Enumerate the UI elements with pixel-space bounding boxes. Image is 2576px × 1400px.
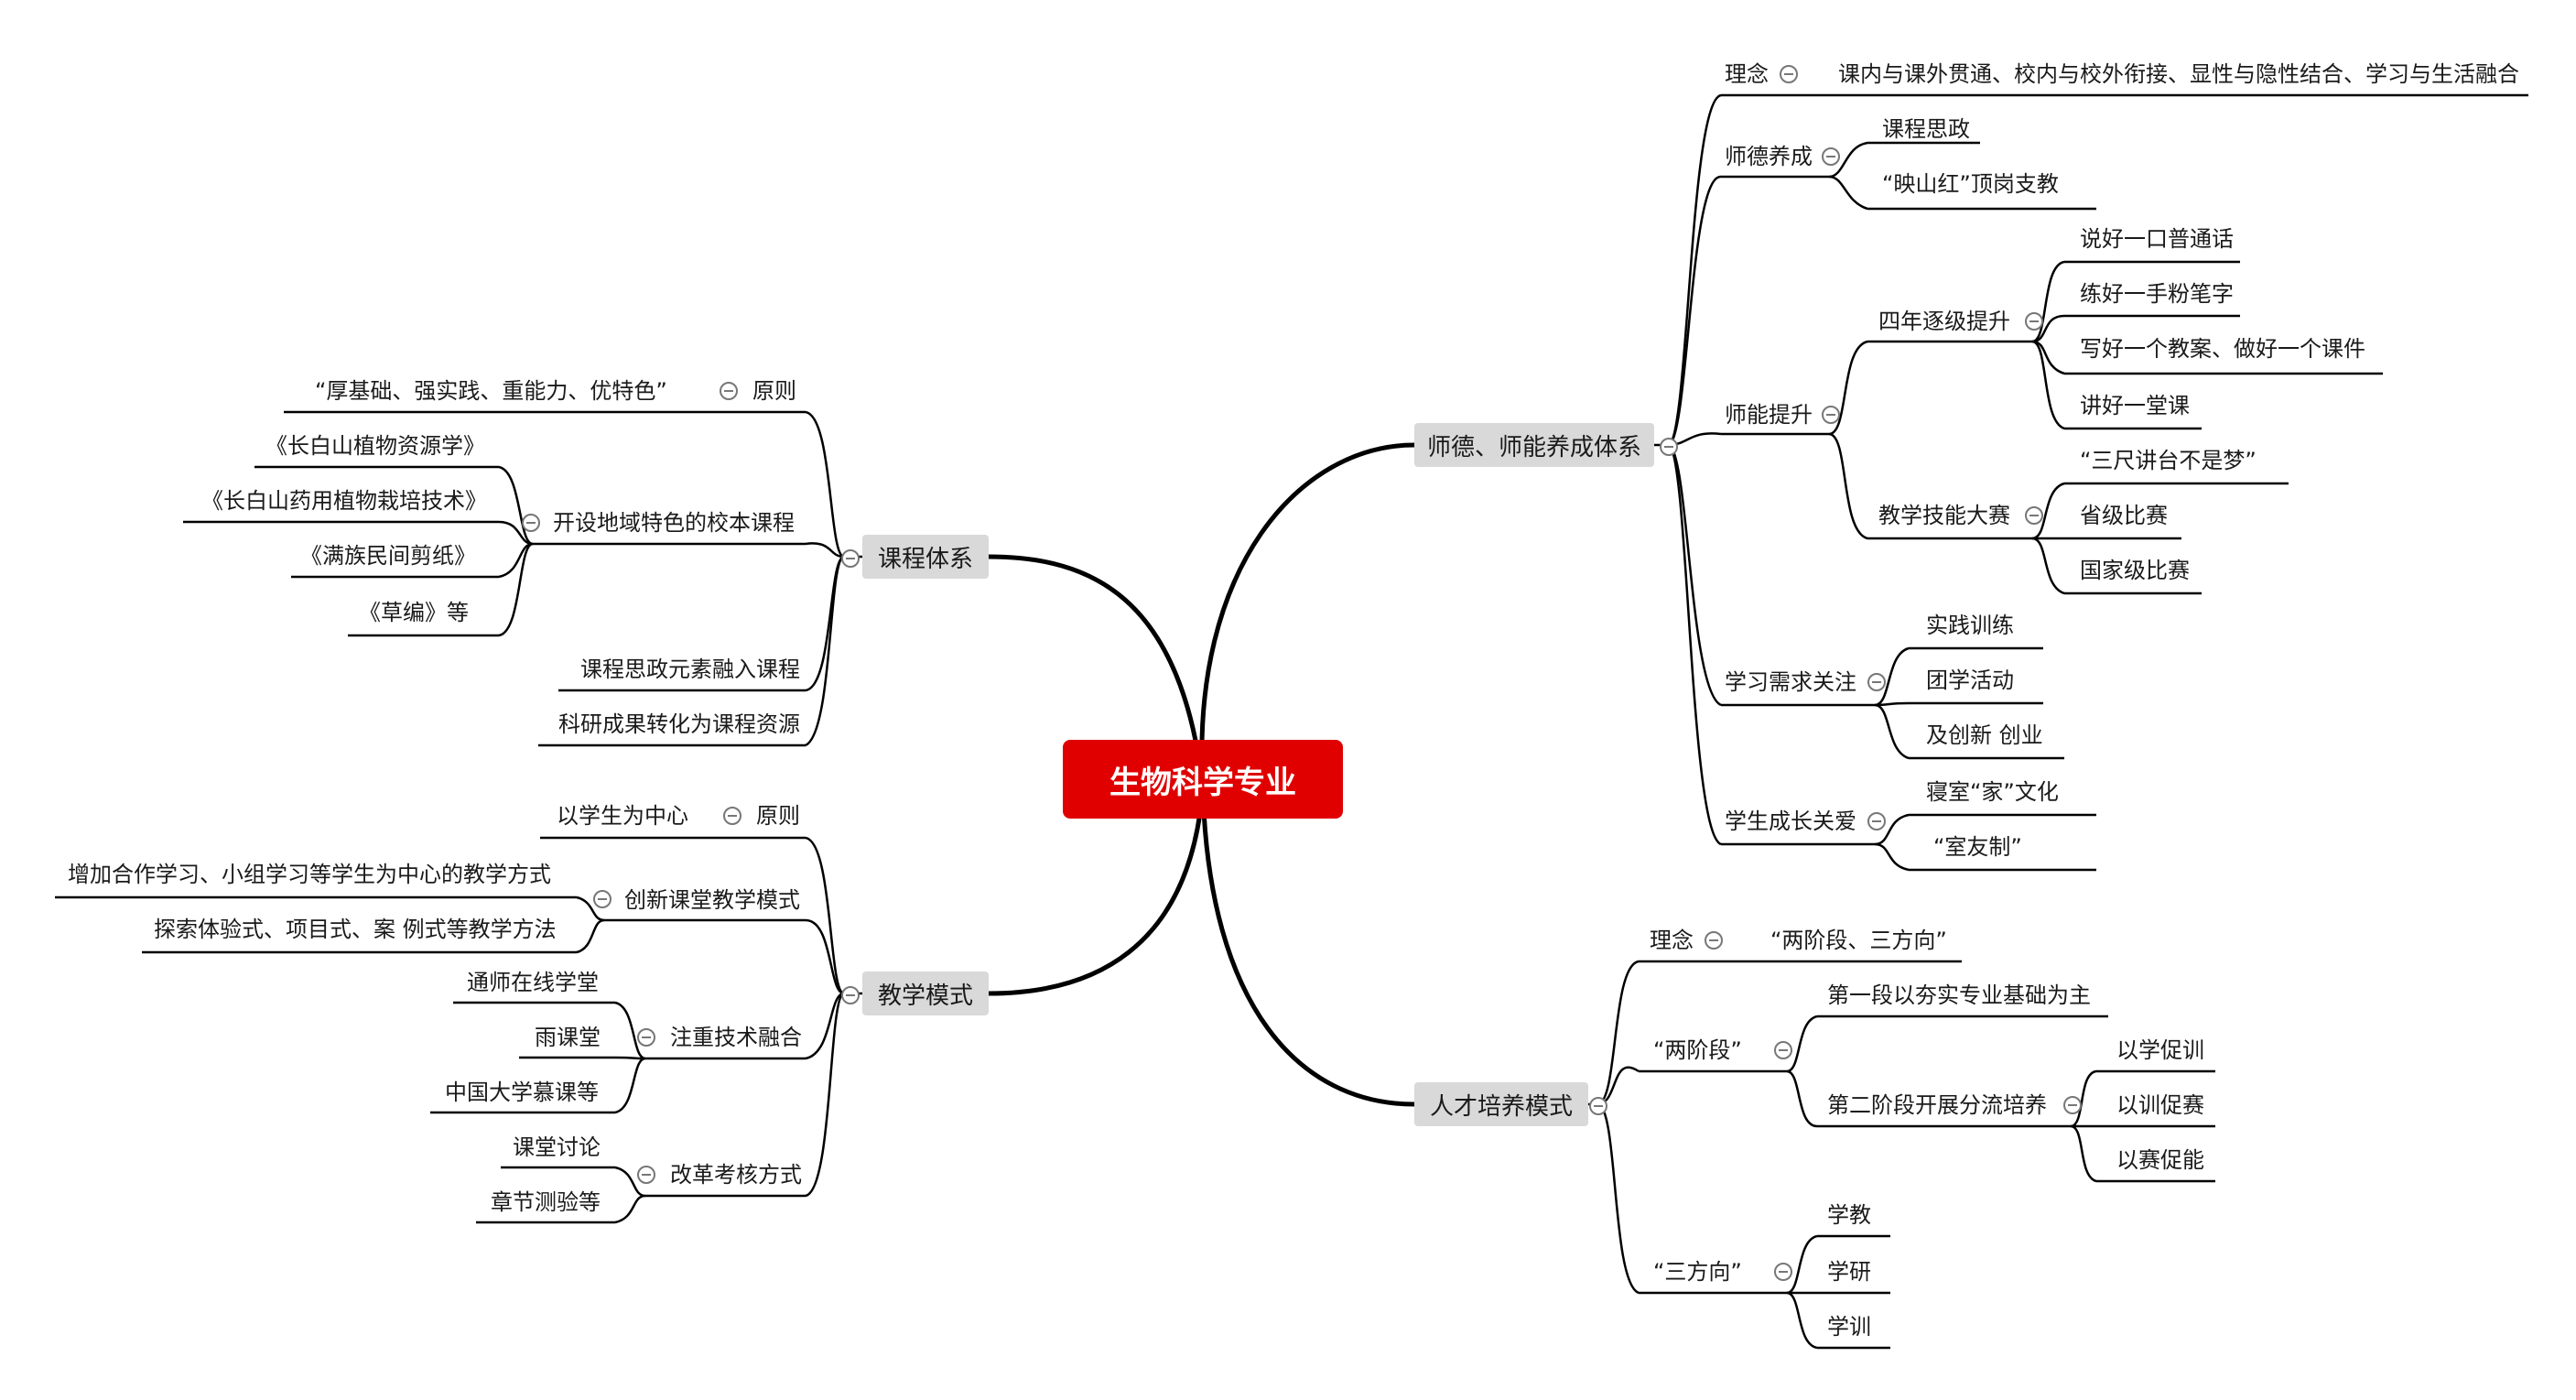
node-jishu-item[interactable]: 中国大学慕课等 xyxy=(445,1080,599,1105)
collapse-toggle-icon[interactable] xyxy=(593,890,612,908)
collapse-toggle-icon[interactable] xyxy=(2025,312,2043,331)
collapse-toggle-icon[interactable] xyxy=(637,1028,655,1047)
main-topic-jiaoxue[interactable]: 教学模式 xyxy=(862,971,989,1015)
node-stage1[interactable]: 第一段以夯实专业基础为主 xyxy=(1827,982,2091,1008)
collapse-toggle-icon[interactable] xyxy=(841,986,860,1004)
collapse-toggle-icon[interactable] xyxy=(1822,147,1840,166)
node-stage2[interactable]: 第二阶段开展分流培养 xyxy=(1827,1092,2047,1118)
node-yingshanhong[interactable]: “映山红”顶岗支教 xyxy=(1882,171,2059,197)
collapse-toggle-icon[interactable] xyxy=(2063,1096,2082,1114)
collapse-toggle-icon[interactable] xyxy=(1589,1097,1607,1115)
collapse-toggle-icon[interactable] xyxy=(1774,1041,1792,1059)
node-jineng-item[interactable]: 省级比赛 xyxy=(2080,503,2168,528)
node-sinian[interactable]: 四年逐级提升 xyxy=(1878,309,2010,334)
node-sinian-item[interactable]: 写好一个教案、做好一个课件 xyxy=(2080,336,2365,362)
collapse-toggle-icon[interactable] xyxy=(1660,438,1678,456)
node-shinengtisheng[interactable]: 师能提升 xyxy=(1725,402,1813,428)
node-jishu-item[interactable]: 雨课堂 xyxy=(535,1025,601,1050)
root-topic[interactable]: 生物科学专业 xyxy=(1063,740,1343,819)
node-stage2-item[interactable]: 以训促赛 xyxy=(2116,1092,2204,1118)
node-kaohe-item[interactable]: 章节测验等 xyxy=(491,1189,601,1215)
node-linian[interactable]: 理念 xyxy=(1725,61,1769,87)
collapse-toggle-icon[interactable] xyxy=(637,1166,655,1184)
collapse-toggle-icon[interactable] xyxy=(723,807,741,825)
collapse-toggle-icon[interactable] xyxy=(841,549,860,568)
node-liangjieduan[interactable]: “两阶段” xyxy=(1653,1037,1742,1063)
node-xuexi-item[interactable]: 团学活动 xyxy=(1926,667,2014,693)
node-kaishe-item[interactable]: 《长白山植物资源学》 xyxy=(265,433,485,459)
node-kecheng-yuanze-text[interactable]: “厚基础、强实践、重能力、优特色” xyxy=(315,378,667,404)
main-topic-shide[interactable]: 师德、师能养成体系 xyxy=(1414,423,1654,467)
node-chengzhang[interactable]: 学生成长关爱 xyxy=(1725,809,1856,834)
node-kaohe-item[interactable]: 课堂讨论 xyxy=(513,1134,601,1160)
node-sinian-item[interactable]: 说好一口普通话 xyxy=(2080,226,2234,252)
node-xuexi-item[interactable]: 及创新 创业 xyxy=(1926,722,2043,748)
node-jiaoxue-yuanze[interactable]: 原则 xyxy=(756,803,800,829)
node-rencai-linian-text[interactable]: “两阶段、三方向” xyxy=(1770,928,1947,953)
main-topic-kecheng[interactable]: 课程体系 xyxy=(862,535,989,579)
node-stage2-item[interactable]: 以学促训 xyxy=(2116,1037,2204,1063)
collapse-toggle-icon[interactable] xyxy=(720,382,738,400)
node-xuexi-item[interactable]: 实践训练 xyxy=(1926,613,2014,638)
collapse-toggle-icon[interactable] xyxy=(1780,65,1798,83)
node-rencai-linian[interactable]: 理念 xyxy=(1650,928,1694,953)
node-sinian-item[interactable]: 讲好一堂课 xyxy=(2080,393,2190,418)
node-chengzhang-item[interactable]: 寝室“家”文化 xyxy=(1926,779,2059,805)
node-sizheng[interactable]: 课程思政元素融入课程 xyxy=(580,657,800,682)
node-sinian-item[interactable]: 练好一手粉笔字 xyxy=(2080,281,2234,307)
collapse-toggle-icon[interactable] xyxy=(522,514,540,532)
node-shideyangcheng[interactable]: 师德养成 xyxy=(1725,144,1813,169)
node-jishu[interactable]: 注重技术融合 xyxy=(670,1025,802,1050)
node-chuangxin-item[interactable]: 探索体验式、项目式、案 例式等教学方法 xyxy=(154,917,557,942)
node-kaishe-item[interactable]: 《满族民间剪纸》 xyxy=(300,543,476,569)
collapse-toggle-icon[interactable] xyxy=(1705,931,1723,950)
node-jineng-item[interactable]: 国家级比赛 xyxy=(2080,558,2190,583)
node-jiaoxue-yuanze-text[interactable]: 以学生为中心 xyxy=(557,803,688,829)
node-kaishe[interactable]: 开设地域特色的校本课程 xyxy=(553,510,795,536)
node-chuangxin-item[interactable]: 增加合作学习、小组学习等学生为中心的教学方式 xyxy=(68,862,551,887)
collapse-toggle-icon[interactable] xyxy=(2025,506,2043,525)
node-kaishe-item[interactable]: 《长白山药用植物栽培技术》 xyxy=(201,488,487,514)
node-sanfangxiang[interactable]: “三方向” xyxy=(1653,1259,1742,1285)
node-xuexi[interactable]: 学习需求关注 xyxy=(1725,669,1856,695)
collapse-toggle-icon[interactable] xyxy=(1867,673,1886,691)
node-sanfangxiang-item[interactable]: 学研 xyxy=(1827,1259,1871,1285)
node-chuangxin[interactable]: 创新课堂教学模式 xyxy=(624,887,800,913)
node-kaohe[interactable]: 改革考核方式 xyxy=(670,1162,802,1188)
node-stage2-item[interactable]: 以赛促能 xyxy=(2116,1147,2204,1173)
node-jineng[interactable]: 教学技能大赛 xyxy=(1878,503,2010,528)
collapse-toggle-icon[interactable] xyxy=(1867,812,1886,830)
collapse-toggle-icon[interactable] xyxy=(1774,1263,1792,1281)
main-topic-rencai[interactable]: 人才培养模式 xyxy=(1414,1082,1588,1126)
collapse-toggle-icon[interactable] xyxy=(1822,406,1840,424)
node-keyan[interactable]: 科研成果转化为课程资源 xyxy=(558,711,800,737)
node-chengzhang-item[interactable]: “室友制” xyxy=(1933,834,2022,860)
node-linian-text[interactable]: 课内与课外贯通、校内与校外衔接、显性与隐性结合、学习与生活融合 xyxy=(1838,61,2519,87)
node-jineng-item[interactable]: “三尺讲台不是梦” xyxy=(2080,448,2257,473)
node-sanfangxiang-item[interactable]: 学训 xyxy=(1827,1314,1871,1340)
node-jishu-item[interactable]: 通师在线学堂 xyxy=(467,970,599,995)
node-kecheng-yuanze[interactable]: 原则 xyxy=(752,378,796,404)
node-sanfangxiang-item[interactable]: 学教 xyxy=(1827,1202,1871,1228)
node-kechengsizheng[interactable]: 课程思政 xyxy=(1882,116,1970,142)
node-kaishe-item[interactable]: 《草编》等 xyxy=(359,600,469,625)
